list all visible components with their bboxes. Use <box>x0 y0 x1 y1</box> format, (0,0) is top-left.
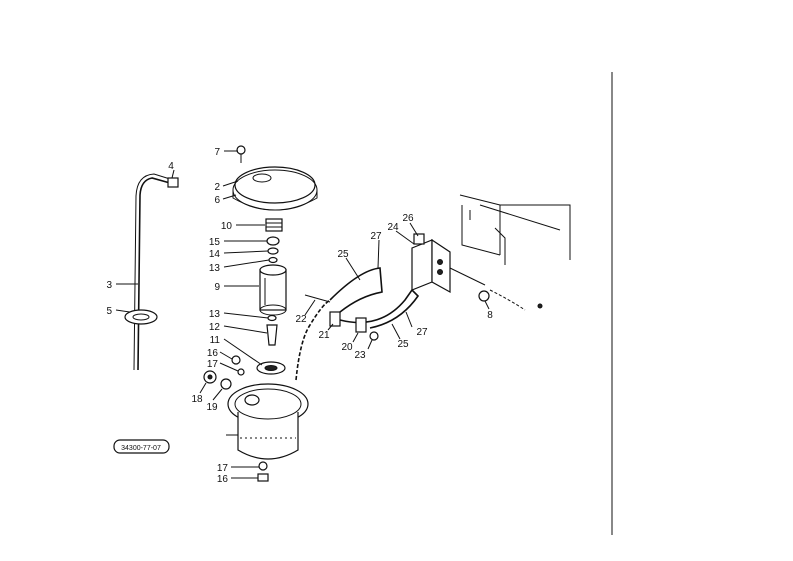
callout-11: 11 <box>210 335 221 346</box>
drawing-code-stamp <box>113 439 170 454</box>
callout-16: 16 <box>207 348 219 359</box>
tank-straps <box>304 267 420 341</box>
callout-27b: 27 <box>416 327 428 338</box>
frame-member <box>449 194 571 311</box>
callout-13b: 13 <box>209 309 221 320</box>
top-cover <box>232 145 318 211</box>
callout-10: 10 <box>221 221 233 232</box>
callout-20: 20 <box>341 342 353 353</box>
callout-8: 8 <box>487 310 493 321</box>
sender-tube <box>124 173 179 371</box>
tube-bracket <box>124 309 158 325</box>
callout-9: 9 <box>214 282 220 293</box>
callout-25b: 25 <box>397 339 409 350</box>
callout-21: 21 <box>318 330 330 341</box>
callout-7: 7 <box>214 147 220 158</box>
callout-6: 6 <box>214 195 220 206</box>
callout-22: 22 <box>295 314 307 325</box>
elbow-fitting <box>167 177 179 188</box>
callout-25: 25 <box>337 249 349 260</box>
callout-13: 13 <box>209 263 221 274</box>
callout-27: 27 <box>370 231 382 242</box>
callout-16b: 16 <box>217 474 229 485</box>
callout-2: 2 <box>214 182 220 193</box>
callout-23: 23 <box>354 350 366 361</box>
mounting-bracket <box>411 233 451 294</box>
callout-4: 4 <box>168 161 174 172</box>
valve-assembly <box>256 314 286 375</box>
fasteners-left <box>203 355 269 482</box>
callout-24: 24 <box>387 222 399 233</box>
drawing-code-text: 34300-77-07 <box>121 445 161 452</box>
callout-17: 17 <box>207 359 219 370</box>
callout-labels: 7 4 2 6 10 15 14 13 9 3 5 13 12 11 16 17… <box>106 147 493 485</box>
tank-body <box>227 383 309 460</box>
callout-12: 12 <box>209 322 221 333</box>
callout-5: 5 <box>106 306 112 317</box>
callout-17b: 17 <box>217 463 229 474</box>
callout-3: 3 <box>106 280 112 291</box>
pump-cylinder <box>259 264 287 316</box>
spring-stack <box>265 218 283 264</box>
callout-26: 26 <box>402 213 414 224</box>
screw-8 <box>478 290 490 302</box>
callout-19: 19 <box>206 402 218 413</box>
bolt-7 <box>236 145 246 155</box>
callout-15: 15 <box>209 237 221 248</box>
callout-14: 14 <box>209 249 221 260</box>
leader-lines <box>115 150 490 479</box>
fuel-hose <box>295 299 331 381</box>
callout-18: 18 <box>191 394 203 405</box>
